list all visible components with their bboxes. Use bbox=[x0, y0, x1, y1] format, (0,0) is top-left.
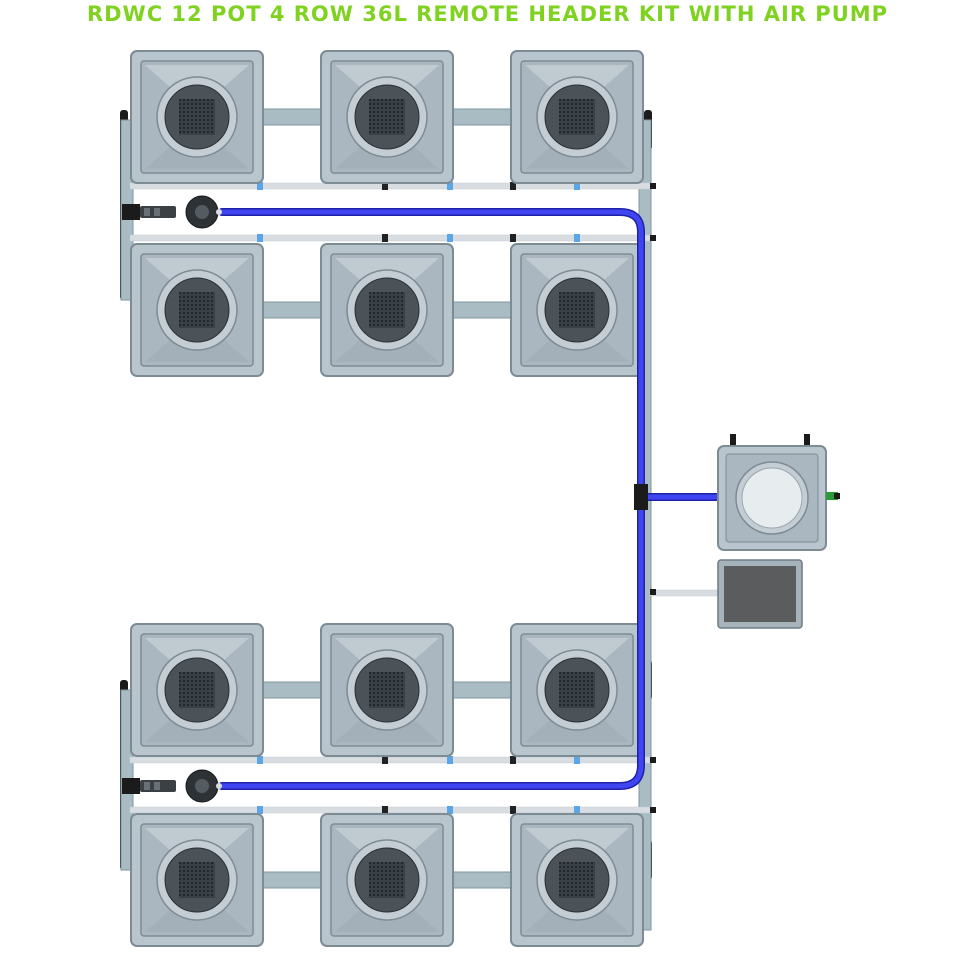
net-pot-mesh bbox=[179, 292, 215, 328]
pot-row1-1 bbox=[130, 50, 264, 184]
pump-mount bbox=[122, 204, 140, 220]
pump-ridge bbox=[154, 782, 160, 790]
feed-connector-2-2 bbox=[382, 234, 388, 242]
pot-link-pipe-r2-a bbox=[261, 301, 323, 319]
feed-connector-1-5 bbox=[574, 182, 580, 190]
pot-row4-3 bbox=[510, 813, 644, 947]
feed-line-2 bbox=[129, 234, 651, 242]
pump-impeller-cap bbox=[195, 205, 209, 219]
net-pot-mesh bbox=[369, 672, 405, 708]
pot-link-pipe-r4-b bbox=[451, 871, 513, 889]
feed-line-4 bbox=[129, 806, 651, 814]
pot-grid bbox=[130, 50, 644, 947]
feed-connector-1-2 bbox=[382, 182, 388, 190]
pot-row4-1 bbox=[130, 813, 264, 947]
air-pump-top bbox=[724, 566, 796, 622]
feed-connector-1-3 bbox=[447, 182, 453, 190]
feed-connector-3-5 bbox=[574, 756, 580, 764]
header-clip bbox=[804, 434, 810, 448]
feed-connector-2-3 bbox=[447, 234, 453, 242]
water-pump-upper bbox=[122, 195, 222, 229]
feed-connector-3-3 bbox=[447, 756, 453, 764]
net-pot-mesh bbox=[179, 862, 215, 898]
net-pot-mesh bbox=[369, 862, 405, 898]
pump-outlet bbox=[216, 783, 222, 789]
header-lid bbox=[741, 467, 803, 529]
header-tank bbox=[717, 434, 840, 551]
feed-connector-2-5 bbox=[574, 234, 580, 242]
pot-row2-1 bbox=[130, 243, 264, 377]
devices bbox=[122, 183, 840, 813]
pipe-network bbox=[120, 108, 721, 931]
header-valve-cap bbox=[834, 493, 840, 499]
feed-connector-4-4 bbox=[510, 806, 516, 814]
feed-connector-4-3 bbox=[447, 806, 453, 814]
net-pot-mesh bbox=[559, 672, 595, 708]
feed-connector-4-5 bbox=[574, 806, 580, 814]
feed-clip-1 bbox=[650, 183, 656, 189]
feed-clip-4 bbox=[650, 757, 656, 763]
air-line bbox=[649, 589, 721, 597]
pump-impeller-cap bbox=[195, 779, 209, 793]
pump-ridge bbox=[144, 208, 150, 216]
net-pot-mesh bbox=[179, 99, 215, 135]
header-tee-junction bbox=[634, 484, 648, 510]
feed-clip-2 bbox=[650, 235, 656, 241]
pot-link-pipe-r3-b bbox=[451, 681, 513, 699]
pot-row4-2 bbox=[320, 813, 454, 947]
pot-row1-2 bbox=[320, 50, 454, 184]
pump-outlet bbox=[216, 209, 222, 215]
pot-row2-2 bbox=[320, 243, 454, 377]
water-pump-lower bbox=[122, 769, 222, 803]
header-valve bbox=[826, 492, 838, 500]
pot-link-pipe-r2-b bbox=[451, 301, 513, 319]
pump-mount bbox=[122, 778, 140, 794]
pot-link-pipe-r1-b bbox=[451, 108, 513, 126]
feed-connector-2-1 bbox=[257, 234, 263, 242]
feed-connector-4-1 bbox=[257, 806, 263, 814]
pot-link-pipe-r1-a bbox=[261, 108, 323, 126]
net-pot-mesh bbox=[369, 99, 405, 135]
feed-clip-3 bbox=[650, 589, 656, 595]
feed-connector-1-1 bbox=[257, 182, 263, 190]
pot-row1-3 bbox=[510, 50, 644, 184]
feed-connector-3-2 bbox=[382, 756, 388, 764]
feed-connector-1-4 bbox=[510, 182, 516, 190]
pot-row2-3 bbox=[510, 243, 644, 377]
pot-row3-1 bbox=[130, 623, 264, 757]
feed-connector-3-4 bbox=[510, 756, 516, 764]
feed-connector-2-4 bbox=[510, 234, 516, 242]
header-clip bbox=[730, 434, 736, 448]
net-pot-mesh bbox=[559, 292, 595, 328]
net-pot-mesh bbox=[559, 99, 595, 135]
feed-line-3 bbox=[129, 756, 651, 764]
feed-connector-3-1 bbox=[257, 756, 263, 764]
feed-connector-4-2 bbox=[382, 806, 388, 814]
net-pot-mesh bbox=[179, 672, 215, 708]
net-pot-mesh bbox=[369, 292, 405, 328]
feed-clip-5 bbox=[650, 807, 656, 813]
air-pump bbox=[717, 559, 803, 629]
pot-row3-2 bbox=[320, 623, 454, 757]
kit-title: RDWC 12 POT 4 ROW 36L REMOTE HEADER KIT … bbox=[86, 2, 889, 26]
net-pot-mesh bbox=[559, 862, 595, 898]
pot-link-pipe-r4-a bbox=[261, 871, 323, 889]
pot-link-pipe-r3-a bbox=[261, 681, 323, 699]
pot-row3-3 bbox=[510, 623, 644, 757]
pump-ridge bbox=[144, 782, 150, 790]
pump-ridge bbox=[154, 208, 160, 216]
